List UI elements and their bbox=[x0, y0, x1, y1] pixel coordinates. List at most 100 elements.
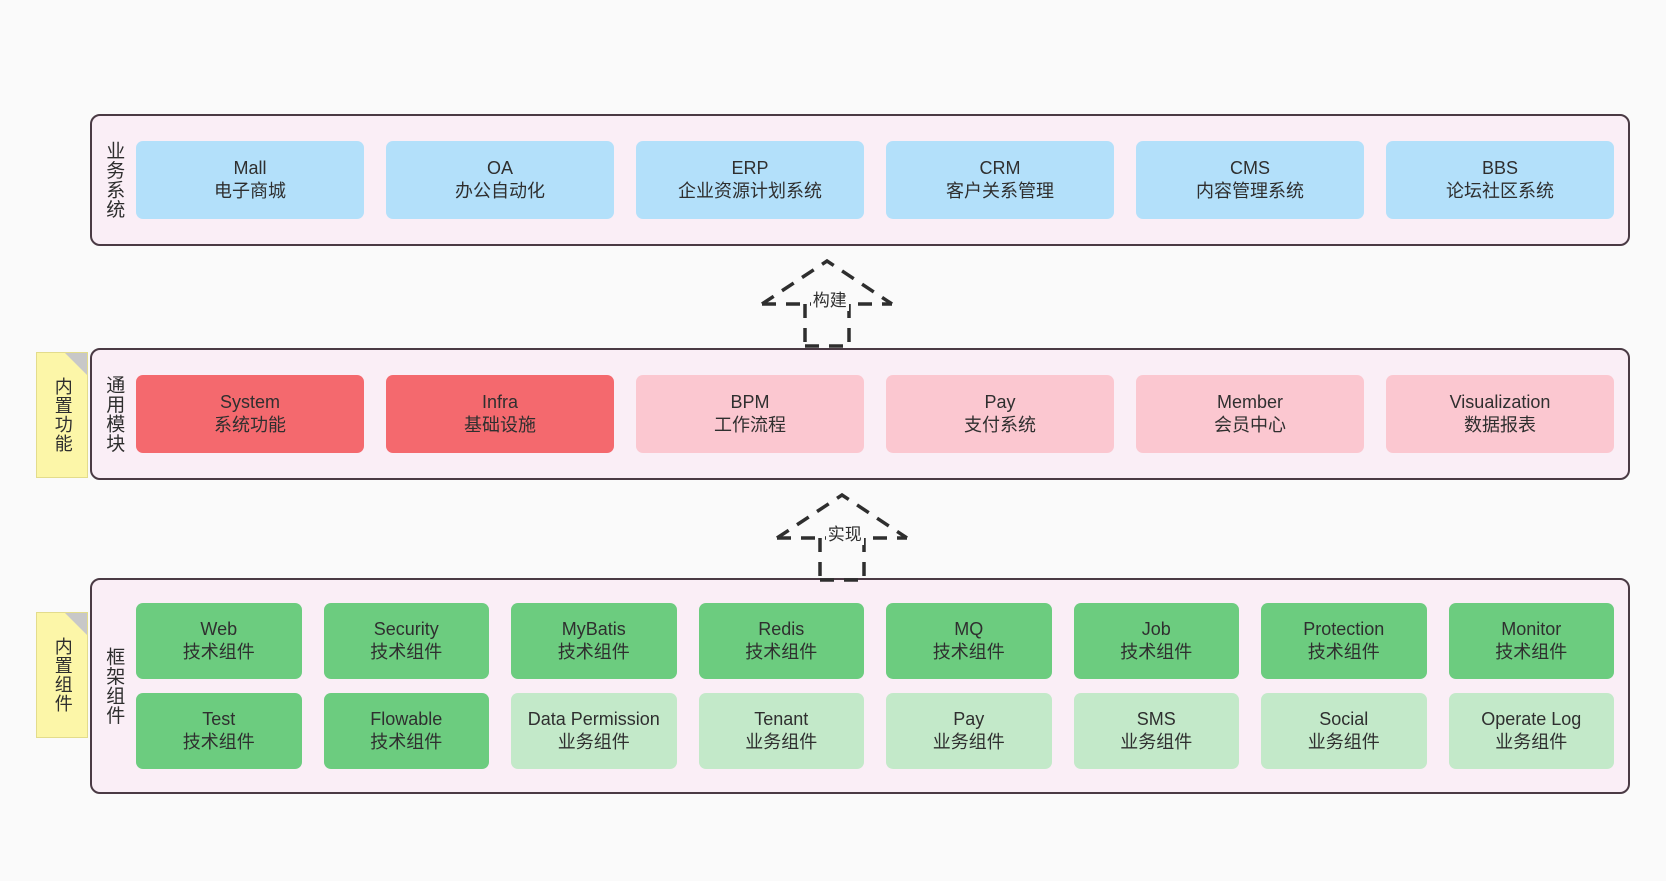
layer-body-common-modules: System 系统功能 Infra 基础设施 BPM 工作流程 Pay 支付系统… bbox=[134, 350, 1628, 478]
card-title-cn: 技术组件 bbox=[182, 732, 255, 752]
card-title-cn: 技术组件 bbox=[745, 642, 818, 662]
card-pay-component[interactable]: Pay 业务组件 bbox=[886, 693, 1052, 769]
card-title-cn: 技术组件 bbox=[370, 732, 443, 752]
card-test[interactable]: Test 技术组件 bbox=[136, 693, 302, 769]
card-title-en: MQ bbox=[954, 618, 984, 639]
card-mybatis[interactable]: MyBatis 技术组件 bbox=[511, 603, 677, 679]
note-builtin-functions-label: 内置功能 bbox=[52, 377, 73, 453]
card-title-cn: 基础设施 bbox=[464, 415, 536, 435]
layer-common-modules: 通用模块 System 系统功能 Infra 基础设施 BPM 工作流程 Pay… bbox=[90, 348, 1630, 480]
card-mq[interactable]: MQ 技术组件 bbox=[886, 603, 1052, 679]
layer-body-framework-components: Web 技术组件 Security 技术组件 MyBatis 技术组件 Redi… bbox=[134, 580, 1628, 792]
connector-implement-label: 实现 bbox=[825, 520, 864, 545]
card-title-en: ERP bbox=[731, 157, 769, 178]
card-title-en: Redis bbox=[758, 618, 805, 639]
card-title-cn: 业务组件 bbox=[745, 732, 818, 752]
card-row: Web 技术组件 Security 技术组件 MyBatis 技术组件 Redi… bbox=[136, 603, 1614, 679]
card-title-cn: 工作流程 bbox=[714, 415, 786, 435]
card-social[interactable]: Social 业务组件 bbox=[1261, 693, 1427, 769]
card-title-cn: 业务组件 bbox=[1495, 732, 1568, 752]
connector-build-label: 构建 bbox=[810, 286, 849, 311]
card-data-permission[interactable]: Data Permission 业务组件 bbox=[511, 693, 677, 769]
card-title-cn: 业务组件 bbox=[1120, 732, 1193, 752]
card-title-cn: 技术组件 bbox=[1307, 642, 1380, 662]
card-title-cn: 技术组件 bbox=[182, 642, 255, 662]
card-title-en: CRM bbox=[979, 157, 1021, 178]
card-security[interactable]: Security 技术组件 bbox=[323, 603, 489, 679]
connector-implement-arrow bbox=[776, 492, 908, 582]
note-builtin-components-label: 内置组件 bbox=[52, 637, 73, 713]
card-bpm[interactable]: BPM 工作流程 bbox=[636, 375, 864, 453]
layer-framework-components: 框架组件 Web 技术组件 Security 技术组件 MyBatis 技术组件… bbox=[90, 578, 1630, 794]
card-sms[interactable]: SMS 业务组件 bbox=[1073, 693, 1239, 769]
card-title-cn: 客户关系管理 bbox=[946, 181, 1054, 201]
card-title-en: BPM bbox=[730, 391, 770, 412]
card-title-en: MyBatis bbox=[561, 618, 626, 639]
card-oa[interactable]: OA 办公自动化 bbox=[386, 141, 614, 219]
card-title-en: Test bbox=[202, 708, 236, 729]
card-web[interactable]: Web 技术组件 bbox=[136, 603, 302, 679]
card-infra[interactable]: Infra 基础设施 bbox=[386, 375, 614, 453]
card-member[interactable]: Member 会员中心 bbox=[1136, 375, 1364, 453]
card-title-cn: 技术组件 bbox=[1120, 642, 1193, 662]
card-erp[interactable]: ERP 企业资源计划系统 bbox=[636, 141, 864, 219]
card-title-en: Security bbox=[373, 618, 439, 639]
card-title-cn: 技术组件 bbox=[1495, 642, 1568, 662]
card-title-en: CMS bbox=[1230, 157, 1270, 178]
card-title-en: OA bbox=[486, 157, 513, 178]
card-protection[interactable]: Protection 技术组件 bbox=[1261, 603, 1427, 679]
card-title-en: System bbox=[219, 391, 280, 412]
card-operate-log[interactable]: Operate Log 业务组件 bbox=[1448, 693, 1614, 769]
card-title-cn: 办公自动化 bbox=[455, 181, 545, 201]
card-title-en: Visualization bbox=[1449, 391, 1551, 412]
card-title-cn: 电子商城 bbox=[214, 181, 286, 201]
card-title-cn: 数据报表 bbox=[1464, 415, 1536, 435]
card-crm[interactable]: CRM 客户关系管理 bbox=[886, 141, 1114, 219]
card-redis[interactable]: Redis 技术组件 bbox=[698, 603, 864, 679]
note-builtin-functions: 内置功能 bbox=[36, 352, 88, 478]
connector-build: 构建 bbox=[757, 256, 897, 348]
card-bbs[interactable]: BBS 论坛社区系统 bbox=[1386, 141, 1614, 219]
card-title-en: Tenant bbox=[754, 708, 809, 729]
connector-build-arrow bbox=[761, 258, 893, 348]
card-monitor[interactable]: Monitor 技术组件 bbox=[1448, 603, 1614, 679]
card-title-en: SMS bbox=[1136, 708, 1176, 729]
card-system[interactable]: System 系统功能 bbox=[136, 375, 364, 453]
card-title-en: Monitor bbox=[1501, 618, 1562, 639]
card-title-en: Pay bbox=[984, 391, 1016, 412]
card-title-cn: 技术组件 bbox=[557, 642, 630, 662]
card-title-en: Flowable bbox=[370, 708, 443, 729]
layer-title-framework-components: 框架组件 bbox=[103, 647, 125, 725]
card-mall[interactable]: Mall 电子商城 bbox=[136, 141, 364, 219]
card-flowable[interactable]: Flowable 技术组件 bbox=[323, 693, 489, 769]
layer-body-business-system: Mall 电子商城 OA 办公自动化 ERP 企业资源计划系统 CRM 客户关系… bbox=[134, 116, 1628, 244]
card-title-cn: 技术组件 bbox=[370, 642, 443, 662]
layer-title-business-system: 业务系统 bbox=[103, 141, 125, 219]
card-title-cn: 业务组件 bbox=[932, 732, 1005, 752]
card-title-en: Pay bbox=[953, 708, 985, 729]
card-title-cn: 论坛社区系统 bbox=[1446, 181, 1554, 201]
card-title-cn: 会员中心 bbox=[1214, 415, 1286, 435]
card-title-cn: 业务组件 bbox=[557, 732, 630, 752]
card-title-en: Social bbox=[1319, 708, 1369, 729]
card-title-en: Web bbox=[200, 618, 238, 639]
card-pay-module[interactable]: Pay 支付系统 bbox=[886, 375, 1114, 453]
card-tenant[interactable]: Tenant 业务组件 bbox=[698, 693, 864, 769]
card-title-cn: 内容管理系统 bbox=[1196, 181, 1304, 201]
note-builtin-components: 内置组件 bbox=[36, 612, 88, 738]
card-title-en: Protection bbox=[1303, 618, 1385, 639]
card-cms[interactable]: CMS 内容管理系统 bbox=[1136, 141, 1364, 219]
card-title-en: Data Permission bbox=[527, 708, 660, 729]
card-row: Test 技术组件 Flowable 技术组件 Data Permission … bbox=[136, 693, 1614, 769]
card-visualization[interactable]: Visualization 数据报表 bbox=[1386, 375, 1614, 453]
card-row: Mall 电子商城 OA 办公自动化 ERP 企业资源计划系统 CRM 客户关系… bbox=[136, 141, 1614, 219]
card-title-cn: 系统功能 bbox=[214, 415, 286, 435]
card-job[interactable]: Job 技术组件 bbox=[1073, 603, 1239, 679]
card-title-en: BBS bbox=[1481, 157, 1519, 178]
note-fold-icon bbox=[65, 353, 87, 375]
card-title-cn: 业务组件 bbox=[1307, 732, 1380, 752]
layer-title-common-modules: 通用模块 bbox=[103, 375, 125, 453]
card-title-en: Infra bbox=[481, 391, 519, 412]
card-title-en: Mall bbox=[233, 157, 267, 178]
